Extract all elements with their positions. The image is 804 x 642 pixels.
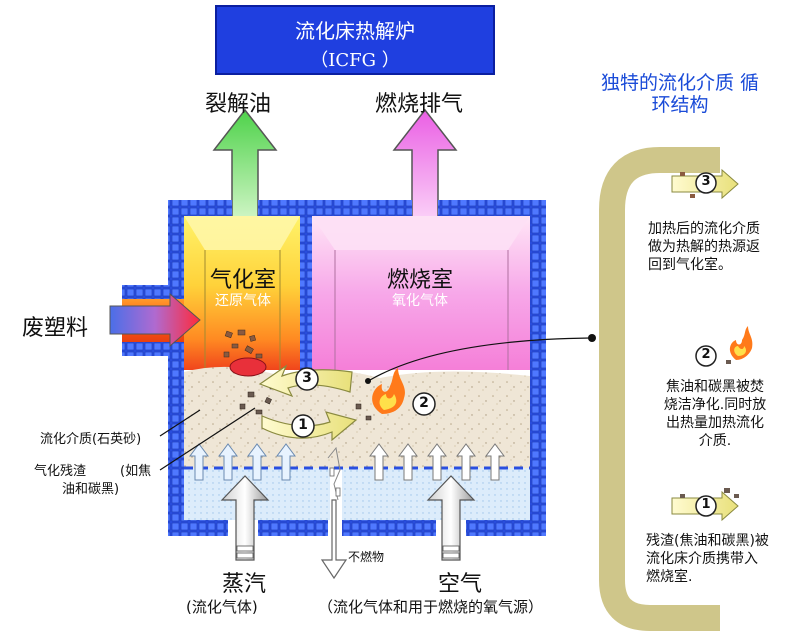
residue-label-paren: (如焦	[120, 464, 152, 479]
step1-line: 流化床介质携带入	[646, 551, 758, 567]
step1-line: 残渣(焦油和碳黑)被	[646, 533, 769, 549]
panel-step3-number: 3	[701, 174, 711, 189]
flame-icon	[372, 368, 405, 414]
step3-line: 回到气化室。	[648, 257, 732, 273]
incombustible-path	[320, 446, 348, 580]
air-inlet-arrow	[426, 475, 476, 561]
step2-line: 烧洁净化.同时放	[663, 397, 767, 413]
melt-blob	[229, 357, 267, 377]
step3-description: 加热后的流化介质 做为热解的热源返 回到气化室。	[648, 220, 760, 274]
plastic-particles	[223, 329, 263, 359]
residue-label-line2: 油和碳黑)	[62, 482, 120, 497]
panel-circle-3	[695, 172, 717, 194]
step2-flame-icon	[726, 326, 753, 364]
step2-description: 焦油和碳黑被焚 烧洁净化.同时放 出热量加热流化 介质.	[650, 378, 780, 450]
combustion-chamber	[312, 216, 530, 370]
panel-circle-1	[695, 495, 717, 517]
air-sub-label: （流化气体和用于燃烧的氧气源）	[318, 598, 544, 616]
gasification-chamber-label: 气化室	[209, 268, 276, 293]
panel-circle-2	[695, 345, 717, 367]
air-flow-arrows	[369, 443, 505, 481]
right-panel-title-line1: 独特的流化介质 循	[600, 72, 760, 94]
feed-arrow	[109, 292, 201, 348]
title-sub: （ICFG ）	[310, 50, 400, 71]
marker-circle-1	[291, 414, 315, 438]
marker-1-number: 1	[298, 417, 308, 433]
marker-circle-3	[295, 367, 319, 391]
oxidizing-gas-label: 氧化气体	[392, 293, 448, 309]
panel-step1-number: 1	[701, 497, 711, 512]
pointer-lines	[159, 337, 591, 471]
step2-line: 焦油和碳黑被焚	[666, 379, 764, 395]
step1-description: 残渣(焦油和碳黑)被 流化床介质携带入 燃烧室.	[646, 532, 769, 586]
steam-label: 蒸汽	[222, 572, 267, 597]
combustion-chamber-label: 燃烧室	[386, 268, 453, 293]
gasification-chamber	[184, 216, 300, 370]
medium-label: 流化介质(石英砂)	[40, 432, 142, 447]
oil-label: 裂解油	[205, 92, 272, 117]
step2-line: 介质.	[698, 433, 732, 449]
sand-bed	[184, 366, 530, 468]
steam-inlet-arrow	[220, 475, 270, 561]
step2-line: 出热量加热流化	[666, 415, 764, 431]
residue-label-line1: 气化残渣	[34, 464, 87, 479]
step3-line: 做为热解的热源返	[648, 239, 760, 255]
marker-circle-2	[412, 392, 436, 416]
marker-2-number: 2	[419, 395, 429, 411]
reducing-gas-label: 还原气体	[215, 293, 271, 309]
circulation-loop	[599, 147, 720, 631]
steam-sub-label: (流化气体)	[186, 598, 258, 616]
step1-line: 燃烧室.	[646, 569, 693, 585]
right-panel-title-line2: 环结构	[651, 94, 709, 116]
panel-step2-number: 2	[701, 347, 711, 362]
step3-line: 加热后的流化介质	[648, 221, 760, 237]
air-label: 空气	[438, 572, 483, 597]
title-main: 流化床热解炉	[295, 19, 415, 43]
right-panel-title: 独特的流化介质 循 环结构	[560, 72, 800, 116]
waste-plastic-label: 废塑料	[22, 316, 89, 341]
furnace-walls	[122, 200, 546, 536]
steam-flow-arrows	[189, 443, 296, 481]
exhaust-label: 燃烧排气	[375, 92, 464, 117]
title-box: 流化床热解炉 （ICFG ）	[215, 5, 495, 75]
marker-3-number: 3	[302, 370, 312, 386]
incombustible-label: 不燃物	[348, 550, 385, 564]
